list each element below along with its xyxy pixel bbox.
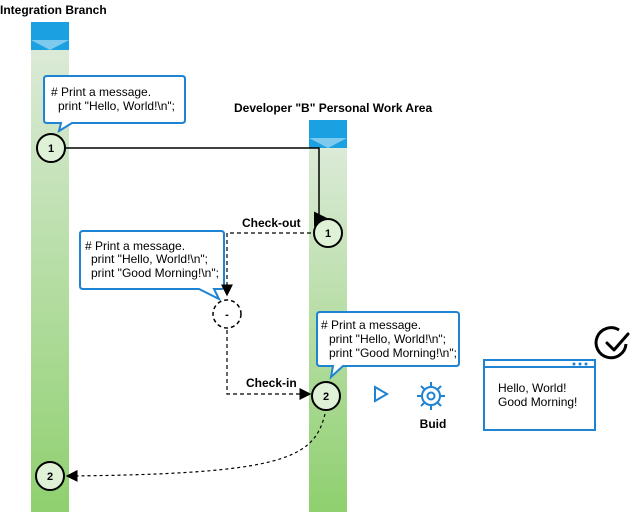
callout-line-3: print "Good Morning!\n"; xyxy=(329,346,457,360)
browser-window-icon xyxy=(483,359,596,431)
chevron-down-icon xyxy=(31,40,69,50)
integration-end-node: 2 xyxy=(35,461,65,491)
output-line-2: Good Morning! xyxy=(498,395,577,409)
checkmark-circle-icon xyxy=(594,326,630,360)
window-control-dot xyxy=(584,362,588,366)
developer-checkin-node: 2 xyxy=(311,381,341,411)
callout-line-1: # Print a message. xyxy=(51,85,151,99)
node-number: 1 xyxy=(325,228,331,240)
callout-line-2: print "Hello, World!\n"; xyxy=(58,99,175,113)
developer-work-area-title: Developer "B" Personal Work Area xyxy=(234,101,432,115)
merge-node-symbol: - xyxy=(225,309,229,321)
build-label: Buid xyxy=(420,417,447,431)
merge-to-checkin-connector xyxy=(226,330,312,400)
gear-icon xyxy=(417,382,445,410)
checkout-connector xyxy=(221,232,311,297)
developer-code-callout: # Print a message. print "Hello, World!\… xyxy=(316,311,460,380)
chevron-down-icon xyxy=(309,138,347,148)
window-control-dot xyxy=(578,362,582,366)
window-control-dot xyxy=(572,362,576,366)
callout-line-1: # Print a message. xyxy=(85,239,185,253)
output-window: Hello, World! Good Morning! xyxy=(483,359,596,431)
callout-shape xyxy=(79,230,225,302)
callout-line-2: print "Hello, World!\n"; xyxy=(329,332,446,346)
merge-code-callout: # Print a message. print "Hello, World!\… xyxy=(79,230,225,302)
callout-line-3-highlighted: print "Good Morning!\n"; xyxy=(91,266,219,280)
callout-line-2: print "Hello, World!\n"; xyxy=(91,252,208,266)
integration-code-callout: # Print a message. print "Hello, World!\… xyxy=(43,75,186,134)
integration-branch-title: Integration Branch xyxy=(0,3,107,17)
developer-checkout-node: 1 xyxy=(313,218,343,248)
callout-shape xyxy=(43,75,186,134)
output-line-1: Hello, World! xyxy=(498,381,566,395)
checkout-label: Check-out xyxy=(242,216,301,230)
node-number: 1 xyxy=(48,143,54,155)
node-number: 2 xyxy=(47,471,53,483)
integration-start-node: 1 xyxy=(36,133,66,163)
play-icon xyxy=(374,385,389,403)
callout-line-1: # Print a message. xyxy=(321,318,421,332)
merge-node: - xyxy=(212,299,242,329)
node-number: 2 xyxy=(323,391,329,403)
checkin-label: Check-in xyxy=(246,376,297,390)
checkin-to-integration-connector xyxy=(65,413,326,482)
callout-shape xyxy=(316,311,460,380)
integration-to-developer-connector xyxy=(66,147,329,227)
